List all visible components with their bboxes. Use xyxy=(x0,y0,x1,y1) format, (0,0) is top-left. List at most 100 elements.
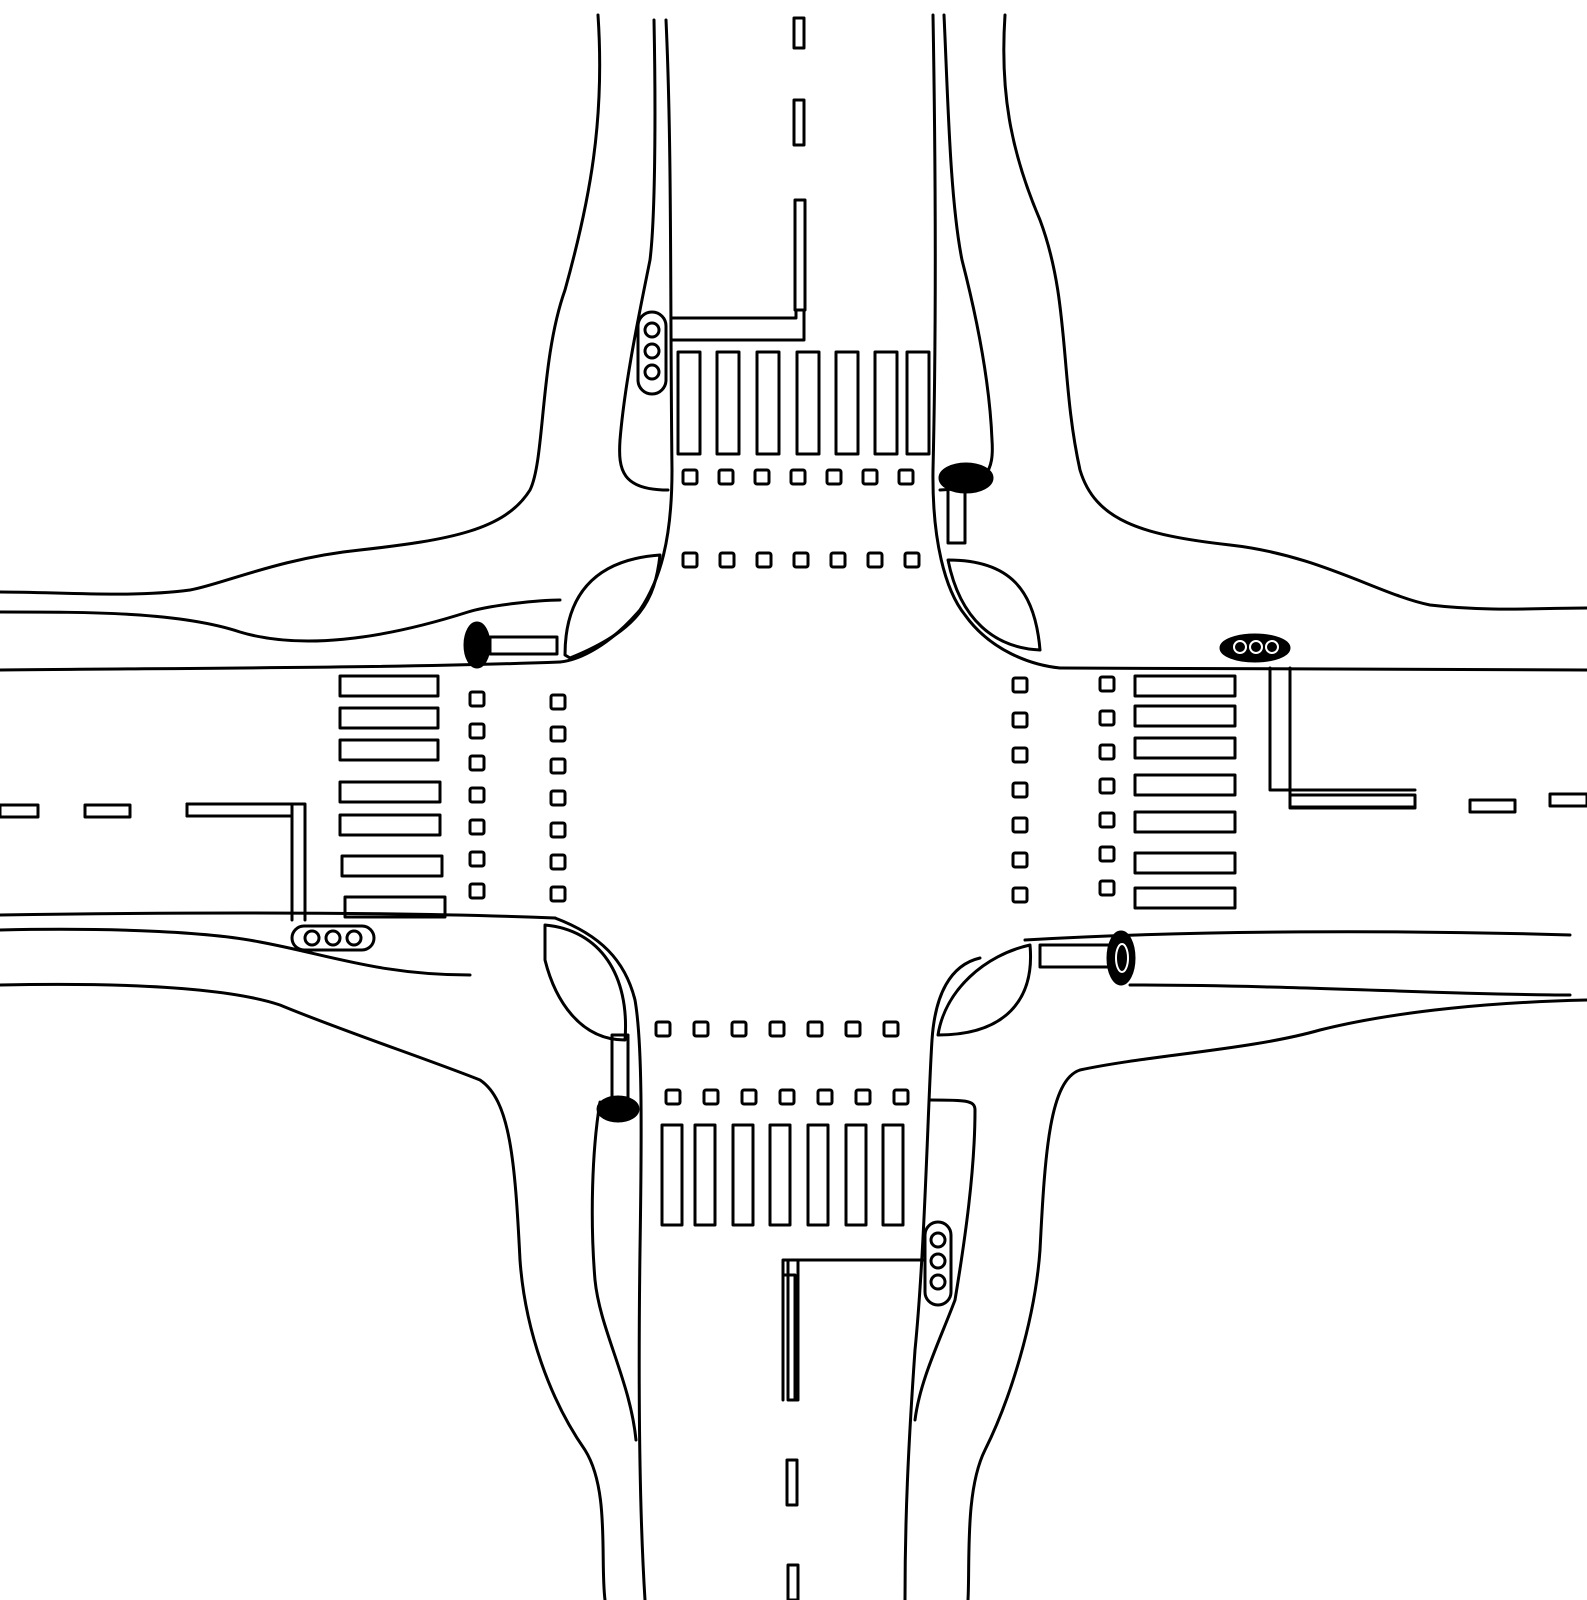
stop-line-east xyxy=(1268,666,1417,810)
crossing-square xyxy=(468,722,486,740)
crosswalk-stripe xyxy=(1133,736,1237,760)
crosswalk-stripe xyxy=(715,350,741,456)
traffic-light-icon xyxy=(636,310,668,396)
crossing-square xyxy=(768,1020,786,1038)
island-northwest xyxy=(563,553,662,660)
crosswalk-stripe xyxy=(693,1123,717,1227)
crosswalk-stripe xyxy=(834,350,860,456)
crosswalk-stripe xyxy=(676,350,702,456)
crossing-square xyxy=(1098,675,1116,693)
crossing-square xyxy=(806,1020,824,1038)
crossing-square xyxy=(549,885,567,903)
lane-dash xyxy=(1468,798,1517,814)
crossing-square xyxy=(866,551,884,569)
crossing-square xyxy=(1011,746,1029,764)
west-road-top-curb xyxy=(0,598,562,643)
dotted-row-south-upper xyxy=(654,1020,900,1038)
crosswalk-stripe xyxy=(795,350,821,456)
crossing-square xyxy=(468,754,486,772)
stop-lines xyxy=(185,308,1417,1402)
crossing-square xyxy=(468,850,486,868)
lane-dash xyxy=(786,1563,800,1600)
crossing-square xyxy=(903,551,921,569)
north-outer-left-edge xyxy=(0,13,602,596)
west-outer-bottom-edge xyxy=(0,982,607,1600)
lane-dash xyxy=(785,1458,799,1507)
traffic-light-icon xyxy=(596,1033,640,1123)
lane-dash xyxy=(1548,792,1587,808)
crosswalk-stripe xyxy=(1133,886,1237,910)
crossing-square xyxy=(897,468,915,486)
north-outer-right-edge xyxy=(1002,13,1587,611)
crossing-square xyxy=(549,821,567,839)
crosswalk-east xyxy=(1133,674,1237,910)
crossing-square xyxy=(549,789,567,807)
crossing-square xyxy=(882,1020,900,1038)
crossing-square xyxy=(792,551,810,569)
dotted-row-north-upper xyxy=(681,468,915,486)
crossing-square xyxy=(717,468,735,486)
crossing-square xyxy=(1098,777,1116,795)
dotted-row-south-lower xyxy=(664,1088,910,1106)
east-road-bottom-edge xyxy=(1023,930,1572,942)
dotted-row-east-outer xyxy=(1098,675,1116,897)
dotted-crossings xyxy=(468,468,1116,1106)
crossing-square xyxy=(681,468,699,486)
crossing-square xyxy=(816,1088,834,1106)
crossing-square xyxy=(1011,711,1029,729)
road-edges xyxy=(0,13,1587,1600)
lane-dash xyxy=(83,803,132,819)
island-southeast xyxy=(936,943,1033,1037)
crossing-square xyxy=(753,468,771,486)
west-road-bottom-curb xyxy=(0,927,472,977)
south-left-curb xyxy=(590,1100,638,1442)
crossing-square xyxy=(1098,845,1116,863)
crossing-square xyxy=(854,1088,872,1106)
crosswalk-stripe xyxy=(338,738,440,762)
lane-dash xyxy=(793,198,807,312)
east-road-bottom-curb xyxy=(1128,983,1572,997)
traffic-light-icon xyxy=(923,1220,953,1307)
crossing-square xyxy=(1098,709,1116,727)
crossing-square xyxy=(468,690,486,708)
crossing-square xyxy=(1011,851,1029,869)
stop-line-north xyxy=(670,308,806,342)
crossing-square xyxy=(1098,811,1116,829)
traffic-lights xyxy=(290,310,1291,1307)
crosswalk-stripe xyxy=(340,854,444,878)
crosswalk-stripe xyxy=(873,350,899,456)
west-road-bottom-edge xyxy=(0,911,557,920)
crosswalk-stripe xyxy=(1133,851,1237,875)
crosswalk-stripe xyxy=(1133,810,1237,834)
crossing-square xyxy=(892,1088,910,1106)
crosswalk-west xyxy=(338,674,447,919)
crossing-square xyxy=(1011,816,1029,834)
stop-line-west xyxy=(185,802,307,922)
crosswalk-stripe xyxy=(905,350,931,456)
crossing-square xyxy=(549,693,567,711)
crossing-square xyxy=(681,551,699,569)
crosswalk-stripe xyxy=(881,1123,905,1227)
crossing-square xyxy=(718,551,736,569)
crossing-square xyxy=(740,1088,758,1106)
crossing-square xyxy=(664,1088,682,1106)
south-right-curb xyxy=(913,1098,977,1422)
north-road-right-edge xyxy=(931,13,1062,670)
south-road-right-edge xyxy=(903,956,982,1600)
zebra-crosswalks xyxy=(338,350,1237,1227)
crossing-square xyxy=(702,1088,720,1106)
dotted-row-north-lower xyxy=(681,551,921,569)
crosswalk-north xyxy=(676,350,931,456)
crosswalk-south xyxy=(660,1123,905,1227)
crossing-square xyxy=(829,551,847,569)
crosswalk-stripe xyxy=(338,813,442,837)
crosswalk-stripe xyxy=(1133,704,1237,728)
crosswalk-stripe xyxy=(844,1123,868,1227)
west-road-top-edge xyxy=(0,660,562,672)
crossing-square xyxy=(755,551,773,569)
lane-dash xyxy=(792,98,806,147)
traffic-light-icon xyxy=(1219,633,1291,663)
crosswalk-stripe xyxy=(343,895,447,919)
dotted-row-west-outer xyxy=(468,690,486,900)
